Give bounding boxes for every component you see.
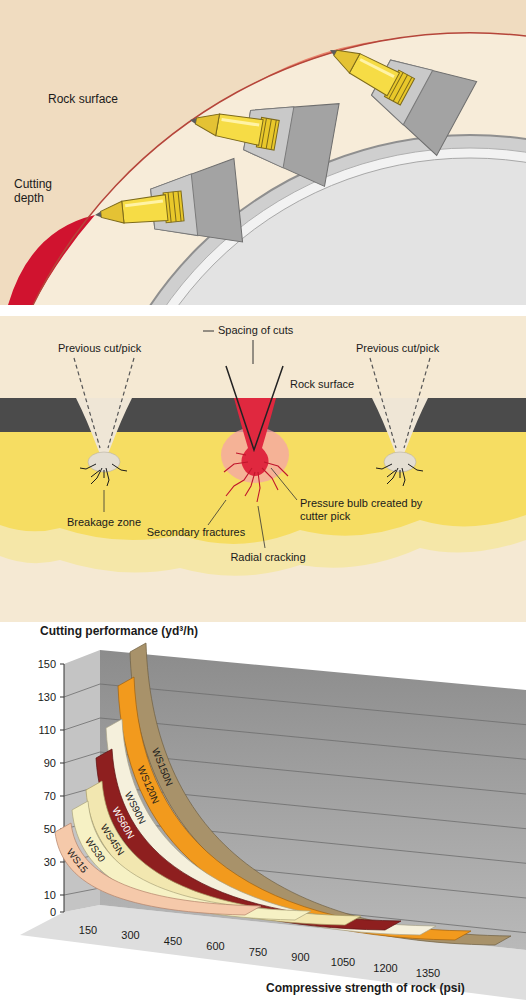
axis-tick: 1050 (331, 956, 355, 969)
axis-tick: 300 (121, 929, 139, 942)
axis-tick: 1200 (373, 961, 397, 974)
part-label: Breakage zone (67, 516, 141, 529)
cutter-pick (91, 158, 243, 256)
axis-tick: 50 (44, 823, 56, 836)
series-label: WS30 (84, 836, 108, 864)
part-label: Previous cut/pick (58, 342, 141, 355)
spacing-marker (203, 331, 253, 364)
section-panel (0, 316, 526, 622)
series-label: WS120N (135, 765, 160, 806)
previous-cut (370, 358, 430, 486)
axis-tick: 0 (50, 906, 56, 919)
axis-tick: 900 (291, 951, 309, 964)
axis-tick: 450 (164, 934, 182, 947)
performance-chart (20, 643, 526, 1000)
axis-tick: 90 (44, 757, 56, 770)
cutter-pick-outline (226, 366, 283, 450)
axis-tick: 600 (206, 940, 224, 953)
previous-cut (74, 358, 134, 486)
part-label: Radial cracking (230, 551, 305, 564)
leader-line (104, 468, 297, 548)
axis-tick: 750 (249, 945, 267, 958)
axis-tick: 150 (79, 924, 97, 937)
axis-title: Compressive strength of rock (psi) (266, 982, 465, 996)
part-label: Previous cut/pick (356, 342, 439, 355)
axis-tick: 1350 (416, 967, 440, 980)
dimension-label: Spacing of cuts (218, 324, 293, 337)
cutter-pick (183, 79, 339, 187)
part-label: Secondary fractures (147, 526, 245, 539)
rock-mass (0, 0, 526, 305)
axis-tick: 110 (38, 724, 56, 737)
axis-tick: 70 (44, 790, 56, 803)
series-label: WS150N (149, 747, 173, 788)
axis-tick: 10 (44, 889, 56, 902)
cutting-depth-crescent (8, 215, 95, 305)
axis-tick: 30 (44, 856, 56, 869)
performance-curve (55, 823, 261, 915)
part-label: Pressure bulb created by cutter pick (300, 497, 445, 522)
part-label: Rock surface (48, 93, 118, 107)
part-label: Cutting depth (14, 178, 72, 206)
drum-panel (0, 0, 526, 305)
y-axis (60, 664, 64, 912)
series-label: WS15 (64, 847, 89, 875)
axis-tick: 150 (38, 658, 56, 671)
cutter-pick (310, 13, 477, 155)
axis-title: Cutting performance (yd³/h) (40, 625, 198, 639)
axis-tick: 130 (38, 691, 56, 704)
performance-curve (86, 781, 361, 925)
panel-ground (0, 316, 526, 622)
part-label: Rock surface (290, 378, 354, 391)
